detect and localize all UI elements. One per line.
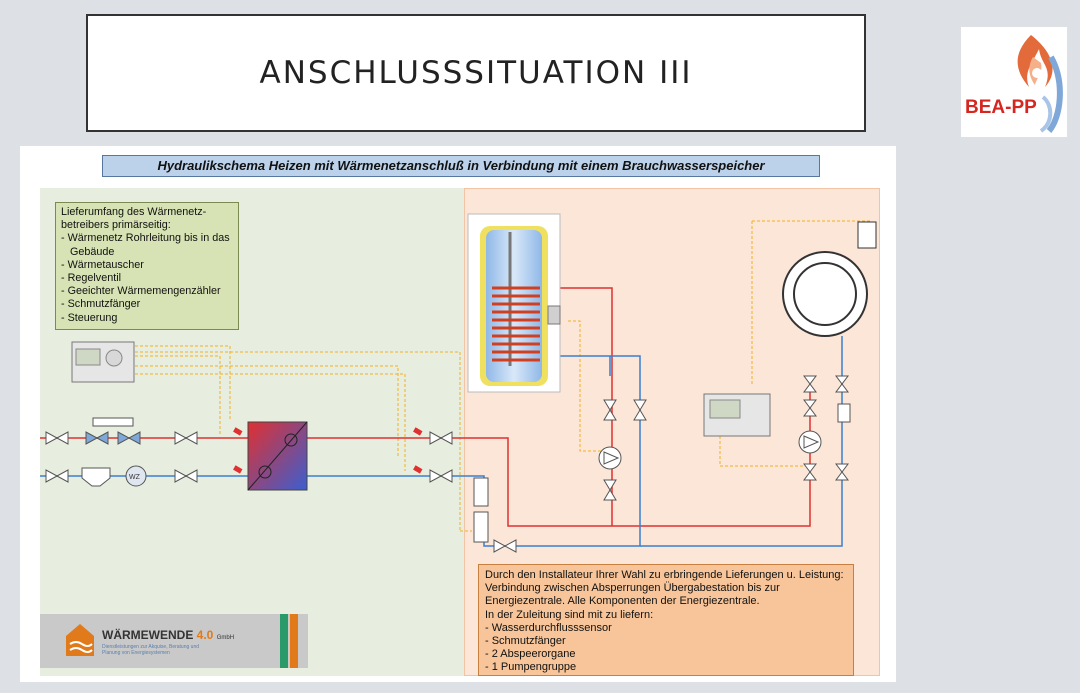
brand-tagline: Dienstleistungen zur Akquise, Beratung u… bbox=[102, 644, 200, 656]
note-line: In der Zuleitung sind mit zu liefern: bbox=[485, 608, 654, 621]
slide-title-box: ANSCHLUSSSITUATION III bbox=[86, 14, 866, 132]
note-line: - Regelventil bbox=[61, 272, 122, 285]
slide-title: ANSCHLUSSSITUATION III bbox=[259, 55, 693, 91]
note-line: Energiezentrale. Alle Komponenten der En… bbox=[485, 595, 760, 608]
brand-name: WÄRMEWENDE 4.0 GmbH bbox=[102, 628, 235, 642]
temperature-sensors bbox=[233, 427, 423, 474]
note-line: - 2 Abspeerorgane bbox=[485, 648, 576, 661]
note-line: Durch den Installateur Ihrer Wahl zu erb… bbox=[485, 569, 844, 581]
logo-text: BEA-PP bbox=[965, 97, 1037, 118]
dirt-trap-icon bbox=[81, 467, 111, 487]
note-line: betreibers primärseitig: bbox=[61, 219, 171, 232]
supply-pipes bbox=[40, 287, 811, 527]
waermewende-brand: WÄRMEWENDE 4.0 GmbH Dienstleistungen zur… bbox=[40, 614, 308, 668]
note-line: - Wärmetauscher bbox=[61, 258, 144, 271]
house-logo-icon bbox=[66, 614, 298, 668]
note-line: - Wasserdurchflusssensor bbox=[485, 621, 612, 634]
note-line: - Geeichter Wärmemengenzähler bbox=[61, 285, 221, 298]
flow-sensor-icon bbox=[473, 477, 489, 507]
secondary-dirt-trap-icon bbox=[473, 511, 489, 543]
supplier-scope-note: Lieferumfang des Wärmenetz- betreibers p… bbox=[55, 202, 239, 330]
heat-meter-label: WZ bbox=[129, 474, 141, 481]
hydraulic-schematic: WZ bbox=[40, 213, 877, 553]
note-line: Lieferumfang des Wärmenetz- bbox=[61, 206, 207, 218]
installer-scope-note: Durch den Installateur Ihrer Wahl zu erb… bbox=[478, 564, 854, 676]
diagram-sheet: Hydraulikschema Heizen mit Wärmenetzansc… bbox=[20, 146, 896, 682]
flame-logo-icon bbox=[1017, 35, 1063, 133]
outdoor-sensor-icon bbox=[857, 221, 877, 249]
note-line: - Steuerung bbox=[61, 311, 118, 324]
bea-pp-logo: BEA-PP bbox=[961, 27, 1067, 137]
note-line: Gebäude bbox=[61, 245, 115, 258]
note-line: Verbindung zwischen Absperrungen Übergab… bbox=[485, 582, 780, 595]
valves-primary bbox=[45, 431, 517, 553]
heat-meter-icon bbox=[125, 465, 147, 487]
note-line: - Wärmenetz Rohrleitung bis in das bbox=[61, 232, 230, 245]
note-line: - Schmutzfänger bbox=[485, 635, 566, 648]
control-valve-actuator bbox=[92, 417, 134, 427]
diagram-banner: Hydraulikschema Heizen mit Wärmenetzansc… bbox=[102, 155, 820, 177]
note-line: - 1 Pumpengruppe bbox=[485, 661, 577, 674]
note-line: - Schmutzfänger bbox=[61, 298, 141, 311]
return-pipes bbox=[40, 336, 843, 547]
